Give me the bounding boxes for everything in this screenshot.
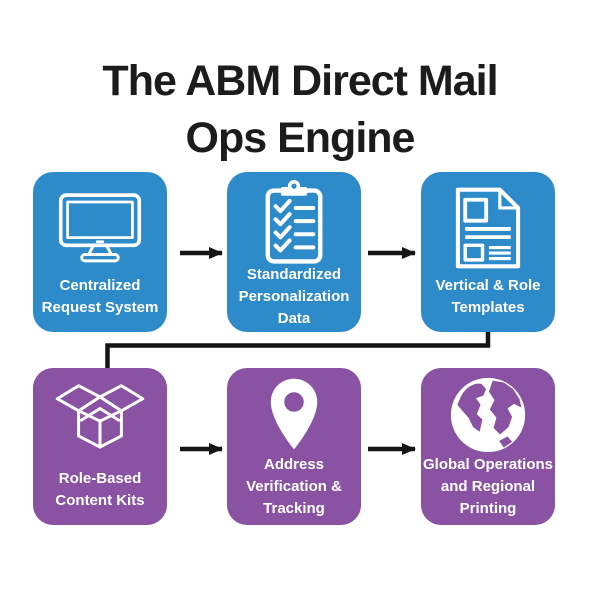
node-address-verification-and-tracking: Address Verification & Tracking <box>227 368 361 525</box>
clipboard-checklist-icon <box>265 180 323 264</box>
node-standardized-personalization-data: Standardized Personalization Data <box>227 172 361 332</box>
node-vertical-and-role-templates: Vertical & Role Templates <box>421 172 555 332</box>
node-label: Standardized Personalization Data <box>238 266 350 327</box>
node-label: Global Operations and Regional Printing <box>422 456 554 517</box>
page-title: The ABM Direct Mail Ops Engine <box>0 53 600 167</box>
node-centralized-request-system: Centralized Request System <box>33 172 167 332</box>
page-title-line: The ABM Direct Mail <box>102 56 498 105</box>
node-label: Vertical & Role Templates <box>435 277 541 316</box>
node-label: Address Verification & Tracking <box>246 456 342 517</box>
page-title-line: Ops Engine <box>185 113 416 162</box>
node-role-based-content-kits: Role-Based Content Kits <box>33 368 167 525</box>
node-label: Centralized Request System <box>41 277 159 316</box>
map-pin-icon <box>270 378 318 450</box>
open-box-icon <box>55 384 145 449</box>
node-global-operations-and-regional-printing: Global Operations and Regional Printing <box>421 368 555 525</box>
globe-icon <box>450 377 526 453</box>
document-template-icon <box>455 187 521 268</box>
node-label: Role-Based Content Kits <box>55 470 145 509</box>
monitor-icon <box>58 192 142 262</box>
